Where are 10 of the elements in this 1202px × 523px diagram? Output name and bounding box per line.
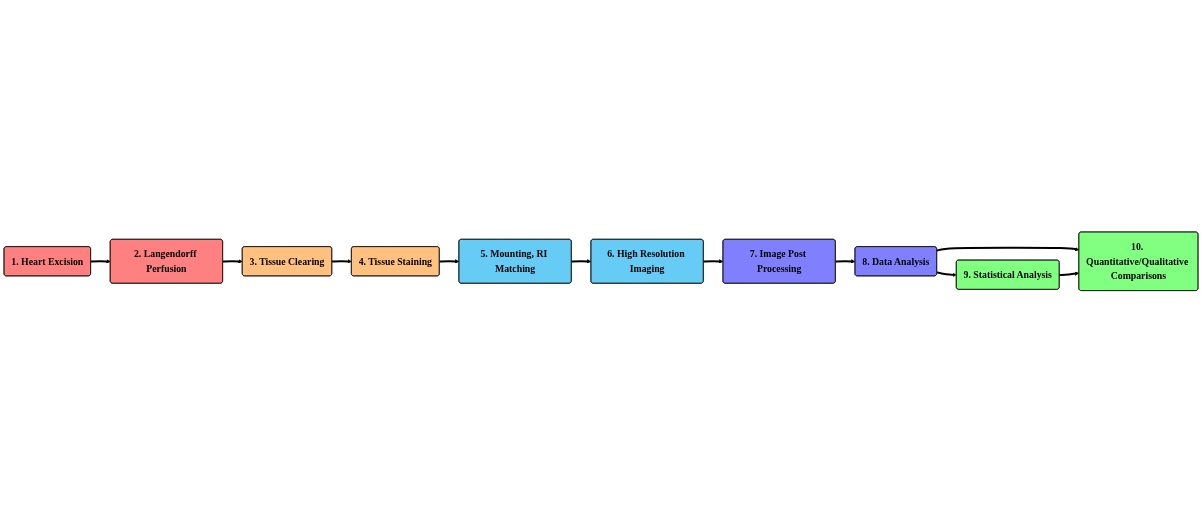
arrow <box>570 259 592 264</box>
arrow <box>935 271 957 278</box>
arrow <box>89 259 111 264</box>
arrow <box>834 259 856 264</box>
arrow <box>935 247 1080 252</box>
arrow <box>331 259 352 264</box>
arrow <box>438 259 460 264</box>
arrow <box>1058 271 1080 277</box>
arrow <box>702 259 724 264</box>
arrow <box>221 259 243 264</box>
